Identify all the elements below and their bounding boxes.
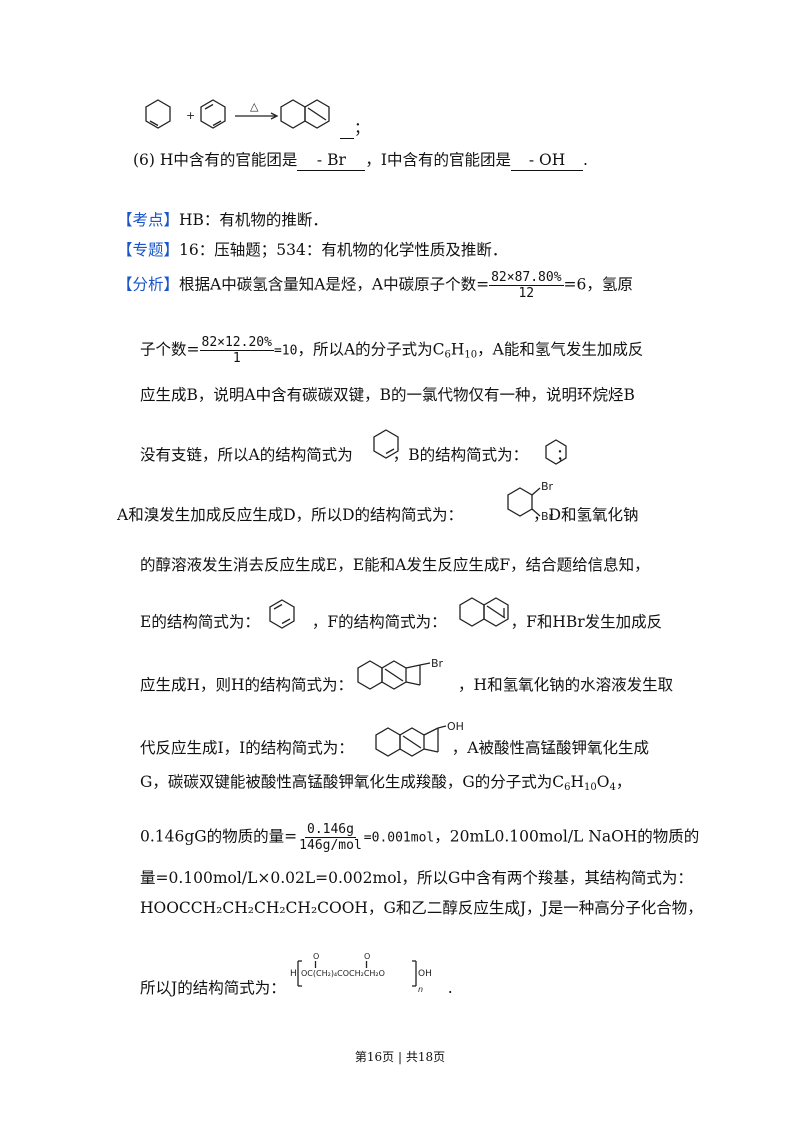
structure-i: OH	[375, 720, 464, 757]
svg-text:n: n	[418, 985, 423, 994]
product-structure	[280, 99, 306, 129]
fenxi-tag: 【分析】	[117, 275, 180, 294]
svg-text:Br: Br	[541, 510, 554, 523]
kaodian-tag: 【考点】	[117, 211, 180, 229]
zhuanti-tag: 【专题】	[117, 241, 180, 259]
reaction-blank: ；	[340, 118, 370, 139]
fraction-carbon: 82×87.80%12	[489, 270, 564, 301]
svg-text:OH: OH	[418, 969, 432, 979]
reaction-scheme: + △	[145, 99, 330, 129]
fenxi-line-12: 量=0.100mol/L×0.02L=0.002mol，所以G中含有两个羧基，其…	[140, 869, 693, 887]
svg-text:OC(CH₂)₄COCH₂CH₂O: OC(CH₂)₄COCH₂CH₂O	[301, 969, 385, 978]
answer-6: (6) H中含有的官能团是- Br，I中含有的官能团是- OH.	[133, 150, 588, 171]
answer-blank-h: - Br	[297, 150, 366, 171]
cyclohexene-structure	[145, 99, 171, 129]
diene-structure	[200, 99, 226, 129]
fenxi-line-14: 所以J的结构简式为：.	[140, 979, 453, 997]
answer-blank-i: - OH	[511, 150, 584, 171]
heat-symbol: △	[250, 100, 259, 113]
fenxi-line-5: A和溴发生加成反应生成D，所以D的结构简式为：，D和氢氧化钠	[117, 506, 639, 524]
fenxi-line-6: 的醇溶液发生消去反应生成E，E能和A发生反应生成F，结合题给信息知，	[140, 556, 650, 574]
svg-text:Br: Br	[541, 480, 554, 493]
kaodian-line: 【考点】HB：有机物的推断．	[117, 211, 328, 229]
structure-h: Br	[357, 657, 444, 690]
structure-a	[373, 429, 399, 459]
svg-text:O: O	[364, 952, 370, 961]
svg-text:OH: OH	[447, 720, 464, 733]
structure-j: H OC(CH₂)₄COCH₂CH₂O O O OH n	[290, 952, 432, 994]
structure-f	[459, 597, 509, 627]
svg-text:Br: Br	[431, 657, 444, 670]
fenxi-line-1: 【分析】根据A中碳氢含量知A是烃，A中碳原子个数=82×87.80%12=6，氢…	[117, 270, 633, 301]
fraction-hydrogen: 82×12.20%1	[199, 335, 274, 366]
structure-b	[545, 439, 567, 465]
fenxi-line-8: 应生成H，则H的结构简式为：，H和氢氧化钠的水溶液发生取	[140, 676, 674, 694]
zhuanti-line: 【专题】16：压轴题；534：有机物的化学性质及推断．	[117, 241, 508, 259]
svg-text:H: H	[290, 969, 297, 979]
fenxi-line-3: 应生成B，说明A中含有碳碳双键，B的一氯代物仅有一种，说明环烷烃B	[140, 386, 635, 404]
fenxi-line-9: 代反应生成I，I的结构简式为：，A被酸性高锰酸钾氧化生成	[140, 739, 649, 757]
fenxi-line-10: G，碳碳双键能被酸性高锰酸钾氧化生成羧酸，G的分子式为C6H10O4，	[140, 773, 632, 793]
page-footer: 第16页 | 共18页	[354, 1050, 446, 1064]
fenxi-line-7: E的结构简式为：，F的结构简式为：，F和HBr发生加成反	[140, 613, 663, 631]
svg-text:O: O	[313, 952, 319, 961]
fenxi-line-4: 没有支链，所以A的结构简式为，B的结构简式为：；	[140, 446, 572, 464]
plus-sign: +	[186, 109, 195, 122]
structure-d: Br Br	[507, 480, 554, 523]
fenxi-line-2: 子个数=82×12.20%1=10，所以A的分子式为C6H10，A能和氢气发生加…	[140, 335, 644, 366]
structure-e	[269, 599, 295, 629]
fenxi-line-13: HOOCCH₂CH₂CH₂CH₂COOH，G和乙二醇反应生成J，J是一种高分子化…	[140, 899, 703, 917]
